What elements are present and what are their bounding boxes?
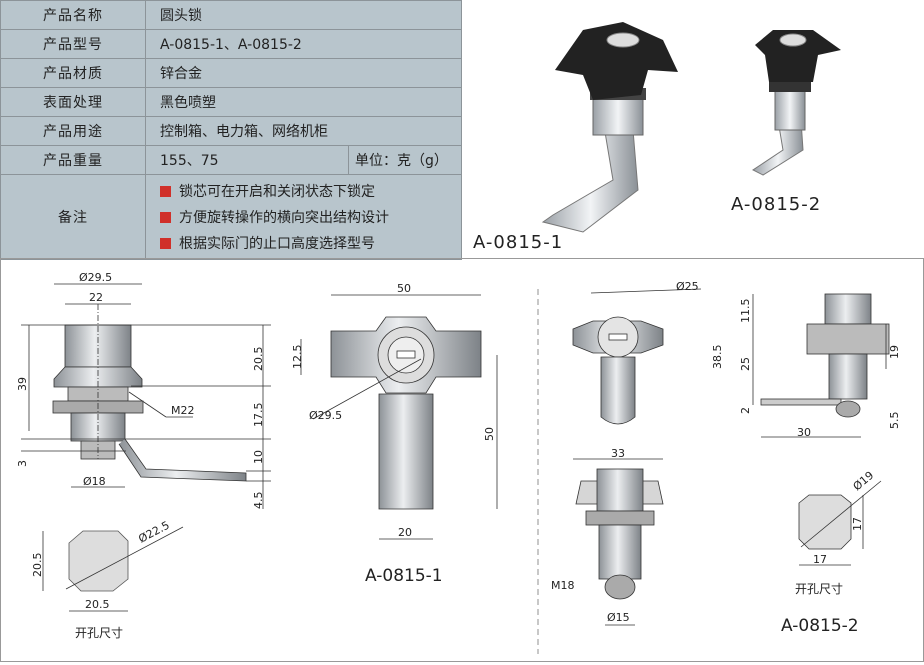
dim-cam-length: 50: [483, 427, 496, 441]
row-value: 控制箱、电力箱、网络机柜: [145, 116, 462, 146]
dim-cam-width: 20: [398, 526, 412, 539]
bullet-icon: [160, 237, 171, 249]
lock-photo-images: [541, 22, 841, 233]
table-row: 产品名称圆头锁: [0, 0, 462, 30]
note-text: 根据实际门的止口高度选择型号: [179, 236, 375, 252]
note-text: 锁芯可在开启和关闭状态下锁定: [179, 184, 375, 200]
cutout-a0815-1: 20.5 Ø22.5 20.5 开孔尺寸: [31, 519, 184, 640]
weight-unit: 单位：克（g）: [348, 145, 462, 175]
row-label: 产品重量: [0, 145, 146, 175]
row-label: 产品型号: [0, 29, 146, 59]
note-text: 方便旋转操作的横向突出结构设计: [179, 210, 389, 226]
dim-head-diameter: Ø29.5: [309, 409, 342, 422]
lock-photo-1: [541, 22, 678, 233]
row-label: 产品用途: [0, 116, 146, 146]
row-label: 表面处理: [0, 87, 146, 117]
dim-cam-height: 10: [252, 450, 265, 464]
cutout2-label: 开孔尺寸: [795, 582, 843, 596]
bullet-icon: [160, 185, 171, 197]
dim-wing-height: 12.5: [291, 345, 304, 370]
dim2-thread: M18: [551, 579, 575, 592]
drawing-a0815-1-side: [21, 283, 271, 509]
photo-label-1: A-0815-1: [473, 232, 564, 253]
bullet-icon: [160, 211, 171, 223]
model-label-2: A-0815-2: [781, 616, 859, 636]
dim-head-height: 20.5: [252, 347, 265, 372]
cutout2-height: 17: [851, 517, 864, 531]
dim-small-height: 3: [16, 460, 29, 467]
row-value: 圆头锁: [145, 0, 462, 30]
dim-top-width: 22: [89, 291, 103, 304]
dim2-bottom-diameter: Ø15: [607, 611, 630, 624]
dim2-cam-thickness: 5.5: [888, 412, 901, 430]
dim-front-width: 50: [397, 282, 411, 295]
dim2-total-height: 38.5: [711, 345, 724, 370]
dim-cam-thickness: 4.5: [252, 492, 265, 510]
dim-outer-diameter: Ø29.5: [79, 271, 112, 284]
table-row: 产品用途控制箱、电力箱、网络机柜: [0, 116, 462, 146]
row-value: 锌合金: [145, 58, 462, 88]
technical-drawings: Ø29.5 22 39 20.5 17.5 10 4.5 3 M22 Ø18 2…: [0, 258, 924, 662]
dim-bottom-diameter: Ø18: [83, 475, 106, 488]
cutout-diameter: Ø22.5: [136, 519, 171, 546]
product-photos: A-0815-1 A-0815-2: [463, 0, 924, 258]
dim2-body-height: 25: [739, 357, 752, 371]
photo-label-2: A-0815-2: [731, 194, 822, 215]
row-value: 155、75: [145, 145, 349, 175]
note-item: 方便旋转操作的横向突出结构设计: [160, 204, 461, 230]
notes-list: 锁芯可在开启和关闭状态下锁定 方便旋转操作的横向突出结构设计 根据实际门的止口高…: [145, 174, 462, 260]
dim2-right-height: 19: [888, 345, 901, 359]
table-row: 产品材质锌合金: [0, 58, 462, 88]
dim2-cam-length: 30: [797, 426, 811, 439]
row-value: 黑色喷塑: [145, 87, 462, 117]
cutout2-width: 17: [813, 553, 827, 566]
dim-thread: M22: [171, 404, 195, 417]
drawing-a0815-1-dimensions: Ø29.5 22 39 20.5 17.5 10 4.5 3 M22 Ø18: [16, 271, 265, 509]
row-value: A-0815-1、A-0815-2: [145, 29, 462, 59]
table-row: 备注 锁芯可在开启和关闭状态下锁定 方便旋转操作的横向突出结构设计 根据实际门的…: [0, 174, 462, 260]
dim2-width: 33: [611, 447, 625, 460]
cutout-width: 20.5: [85, 598, 110, 611]
notes-label: 备注: [0, 174, 146, 260]
cutout-label: 开孔尺寸: [75, 626, 123, 640]
drawing-canvas: Ø29.5 22 39 20.5 17.5 10 4.5 3 M22 Ø18 2…: [16, 271, 901, 654]
dim-body-height: 17.5: [252, 403, 265, 428]
cutout2-diameter: Ø19: [851, 469, 877, 494]
dim2-head-height: 11.5: [739, 299, 752, 324]
dim2-small-height: 2: [739, 407, 752, 414]
dim-total-height: 39: [16, 377, 29, 391]
table-row: 表面处理黑色喷塑: [0, 87, 462, 117]
row-label: 产品名称: [0, 0, 146, 30]
cutout-height: 20.5: [31, 553, 44, 578]
lock-photo-2: [752, 30, 841, 176]
row-label: 产品材质: [0, 58, 146, 88]
note-item: 锁芯可在开启和关闭状态下锁定: [160, 178, 461, 204]
drawing-a0815-2: Ø25 11.5 38.5 25 2 19 5.5 30 33 M18 Ø15 …: [551, 280, 901, 636]
drawing-a0815-1-front: 50 12.5 Ø29.5 50 20 A-0815-1: [291, 282, 498, 586]
model-label-1: A-0815-1: [365, 566, 443, 586]
dim2-head-diameter: Ø25: [676, 280, 699, 293]
note-item: 根据实际门的止口高度选择型号: [160, 230, 461, 256]
